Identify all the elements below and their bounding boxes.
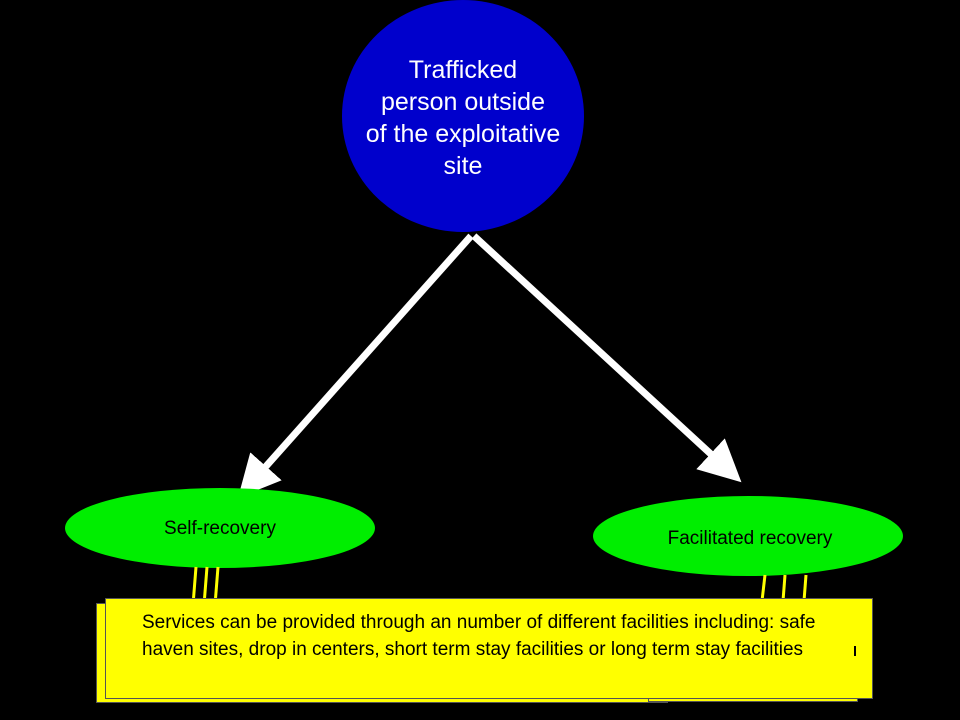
arrow-to-self-recovery [238, 233, 474, 498]
facilitated-recovery-label: Facilitated recovery [667, 528, 833, 549]
self-recovery-label: Self-recovery [164, 518, 276, 539]
services-info-box: Services can be provided through an numb… [105, 598, 873, 699]
facilitated-recovery-ellipse [593, 496, 903, 576]
arrow-to-facilitated-recovery [471, 233, 742, 483]
right-connector-lines [760, 574, 808, 602]
box-edge-mark [854, 646, 856, 656]
services-info-text: Services can be provided through an numb… [142, 612, 816, 660]
self-recovery-ellipse [65, 488, 375, 568]
top-node-circle [342, 0, 584, 232]
top-node-label: Trafficked person outside of the exploit… [365, 56, 561, 180]
